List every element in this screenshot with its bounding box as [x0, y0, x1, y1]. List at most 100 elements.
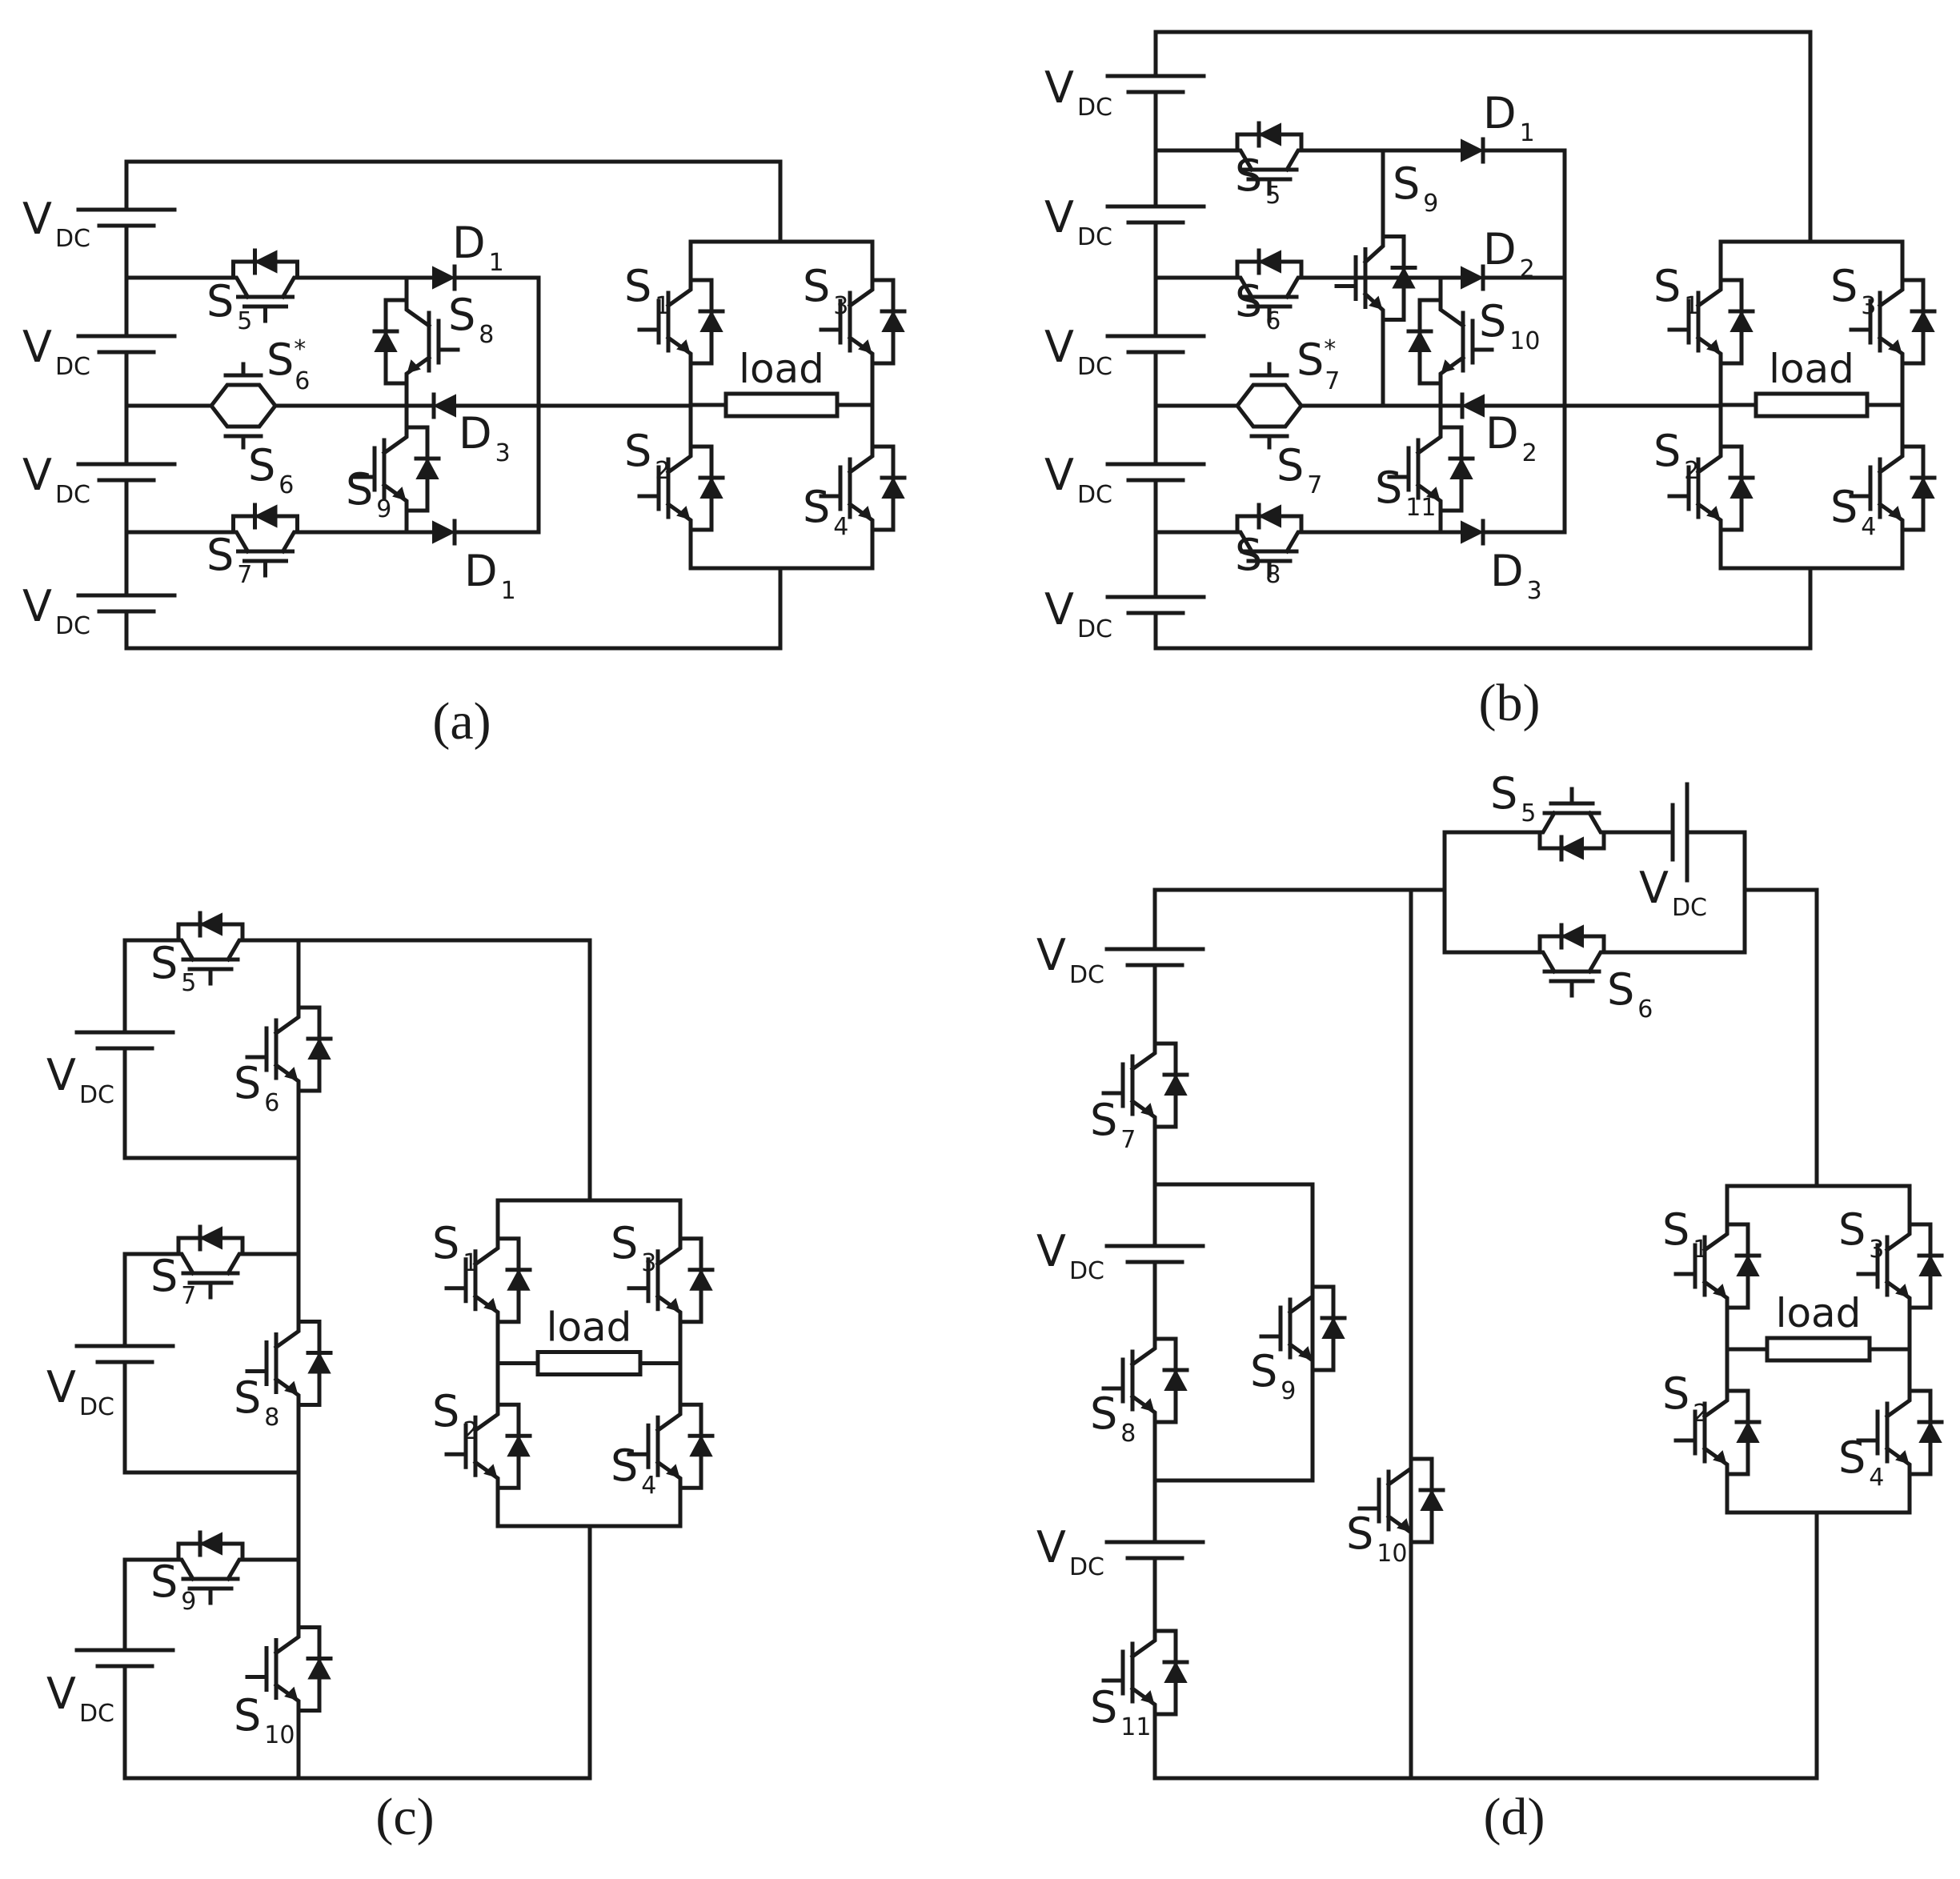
wire	[1877, 239, 1905, 309]
battery-icon	[1670, 782, 1689, 883]
wire	[1701, 1445, 1730, 1515]
diode-icon	[687, 1433, 715, 1457]
diode-icon	[1461, 264, 1485, 291]
emitter-arrow-icon	[858, 506, 872, 520]
wire	[404, 275, 432, 329]
igbt-switch-icon	[1153, 121, 1385, 196]
wire	[1129, 1338, 1157, 1368]
diode-icon	[1257, 248, 1281, 275]
wire	[1586, 810, 1616, 835]
diode-icon	[1461, 519, 1485, 546]
emitter-arrow-icon	[1140, 1103, 1155, 1117]
diode-icon	[880, 475, 907, 499]
wire	[452, 275, 541, 535]
wire	[847, 501, 875, 571]
igbt-switch-icon	[1101, 1629, 1189, 1717]
panel-caption: (a)	[432, 692, 491, 751]
emitter-arrow-icon	[1713, 1450, 1727, 1464]
wire	[1701, 1279, 1730, 1348]
load-resistor-icon	[535, 1350, 643, 1376]
wire	[273, 1062, 301, 1160]
wire	[122, 1360, 301, 1475]
emitter-arrow-icon	[1397, 1518, 1411, 1532]
diode-arrow-icon	[1392, 266, 1416, 289]
wire	[472, 1459, 500, 1528]
diode-arrow-icon	[1257, 250, 1281, 274]
wire	[655, 1364, 683, 1433]
wire	[1695, 335, 1723, 404]
diode-arrow-icon	[307, 1037, 331, 1060]
battery-icon	[1104, 1540, 1205, 1560]
wire	[124, 275, 251, 300]
wire	[1385, 1513, 1413, 1555]
wire	[208, 403, 279, 429]
emitter-arrow-icon	[676, 339, 691, 354]
igbt-switch-icon	[1667, 239, 1755, 404]
diode-icon	[198, 1224, 222, 1252]
wire	[472, 1198, 500, 1268]
battery-icon	[76, 334, 177, 355]
diode-arrow-icon	[307, 1657, 331, 1680]
battery-icon	[74, 1344, 175, 1364]
wire	[1129, 1685, 1157, 1713]
igbt-switch-icon	[1101, 1041, 1189, 1129]
battery-icon	[1104, 1244, 1205, 1264]
diode-icon	[880, 309, 907, 332]
diode-arrow-icon	[198, 1532, 222, 1556]
wire	[1884, 1350, 1912, 1420]
diode-arrow-icon	[1257, 504, 1281, 528]
wire	[1153, 30, 1813, 244]
emitter-arrow-icon	[1895, 1450, 1910, 1464]
diode-icon	[1162, 1368, 1189, 1391]
wire	[655, 1198, 683, 1268]
diode-icon	[687, 1268, 715, 1291]
wire	[1884, 1184, 1912, 1253]
igbt-switch-icon	[1667, 406, 1755, 571]
emitter-arrow-icon	[284, 1686, 299, 1701]
diode-arrow-icon	[1736, 1420, 1760, 1443]
wire	[1884, 1279, 1912, 1348]
panel-caption: (c)	[375, 1788, 434, 1846]
diode-icon	[198, 1530, 222, 1557]
wire	[847, 335, 875, 404]
diode-icon	[414, 456, 441, 479]
diode-icon	[1559, 923, 1584, 950]
diode-icon	[1418, 1488, 1445, 1511]
wire	[1528, 810, 1557, 835]
load-label: load	[547, 1304, 632, 1351]
diode-icon	[1162, 1660, 1189, 1683]
emitter-arrow-icon	[1888, 506, 1902, 520]
igbt-switch-icon	[1357, 1446, 1445, 1555]
wire	[1685, 830, 1819, 1188]
wire	[273, 1376, 301, 1475]
wire	[381, 482, 409, 535]
wire	[1877, 501, 1905, 571]
wire	[665, 501, 693, 571]
emitter-arrow-icon	[1713, 1284, 1727, 1298]
wire	[166, 1557, 196, 1582]
diode-icon	[1257, 503, 1281, 530]
igbt-switch-icon	[124, 503, 407, 578]
diode-icon	[698, 309, 725, 332]
diode-arrow-icon	[1560, 836, 1584, 860]
diode-icon	[432, 519, 457, 546]
emitter-arrow-icon	[1426, 487, 1441, 501]
wire	[655, 1293, 683, 1362]
igbt-switch-icon	[245, 938, 333, 1160]
diode-arrow-icon	[1911, 476, 1935, 499]
battery-icon	[74, 1030, 175, 1051]
